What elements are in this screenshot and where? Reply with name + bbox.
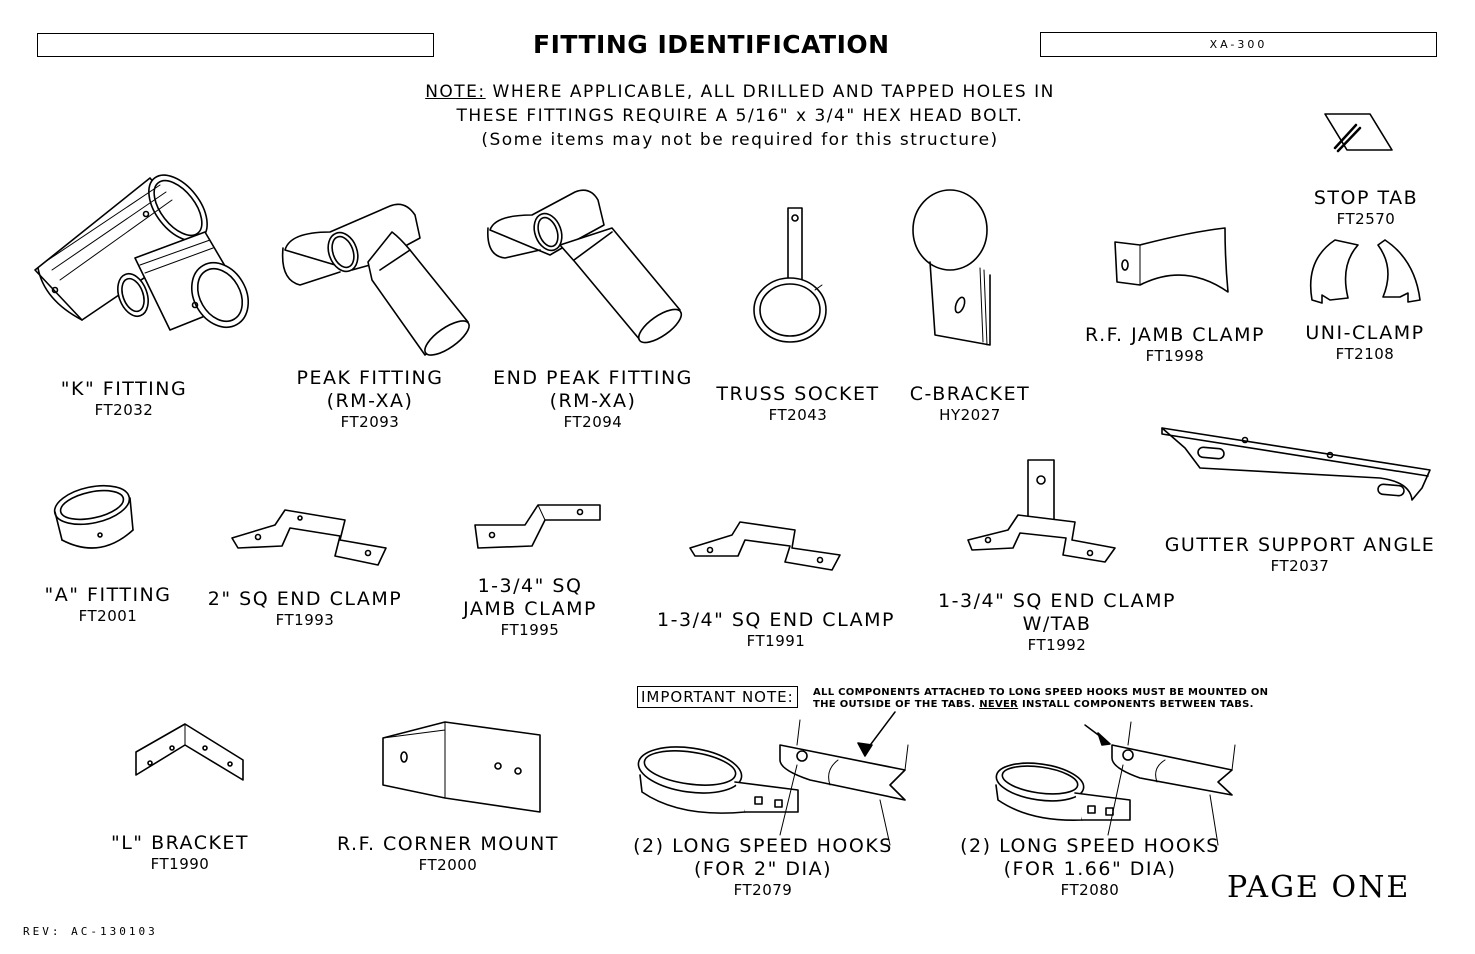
end-peak-fitting-label: END PEAK FITTING(RM-XA)FT2094 xyxy=(493,367,693,431)
drawing-number-box: XA-300 xyxy=(1040,32,1437,57)
rf-corner-mount-drawing xyxy=(383,722,540,812)
a-fitting-drawing xyxy=(51,479,133,548)
end-peak-fitting-drawing xyxy=(488,190,686,348)
sq-end-clamp-tab-drawing xyxy=(968,460,1115,562)
note-line-2: THESE FITTINGS REQUIRE A 5/16" x 3/4" HE… xyxy=(456,106,1024,126)
peak-fitting-drawing xyxy=(283,204,474,361)
sq-end-clamp-134-drawing xyxy=(690,522,840,570)
sq-end-clamp-2-drawing xyxy=(232,510,386,565)
drawing-number: XA-300 xyxy=(1209,38,1268,51)
sq-jamb-clamp-drawing xyxy=(475,505,600,548)
page-number: PAGE ONE xyxy=(1227,870,1411,905)
uni-clamp-drawing xyxy=(1311,240,1420,303)
note-line-1: WHERE APPLICABLE, ALL DRILLED AND TAPPED… xyxy=(485,82,1055,102)
long-hooks-166-label: (2) LONG SPEED HOOKS(FOR 1.66" DIA)FT208… xyxy=(960,835,1220,899)
long-hooks-2-drawing xyxy=(635,712,908,845)
note-lead: NOTE: xyxy=(425,82,486,102)
revision: REV: AC-130103 xyxy=(23,925,158,938)
note-line-3: (Some items may not be required for this… xyxy=(481,130,999,150)
page-title: FITTING IDENTIFICATION xyxy=(533,30,890,59)
bolt-note: NOTE: WHERE APPLICABLE, ALL DRILLED AND … xyxy=(380,80,1100,152)
important-note-text: ALL COMPONENTS ATTACHED TO LONG SPEED HO… xyxy=(813,687,1269,710)
truss-socket-drawing xyxy=(754,208,826,342)
stop-tab-drawing xyxy=(1325,114,1392,151)
k-fitting-drawing xyxy=(35,165,260,338)
rf-jamb-clamp-drawing xyxy=(1115,228,1228,292)
l-bracket-drawing xyxy=(136,724,243,780)
peak-fitting-label: PEAK FITTING(RM-XA)FT2093 xyxy=(296,367,444,431)
long-hooks-166-drawing xyxy=(994,722,1235,845)
header-left-box xyxy=(37,33,434,57)
c-bracket-drawing xyxy=(913,190,990,345)
important-note-label: IMPORTANT NOTE: xyxy=(637,686,798,708)
gutter-support-angle-drawing xyxy=(1162,428,1430,500)
long-hooks-2-label: (2) LONG SPEED HOOKS(FOR 2" DIA)FT2079 xyxy=(633,835,893,899)
